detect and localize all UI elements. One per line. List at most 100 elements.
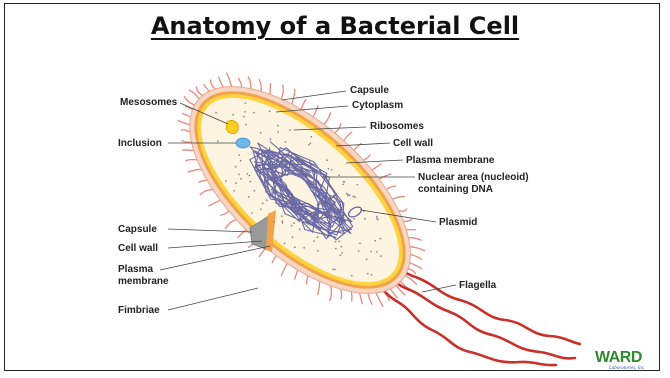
ribosome-dot (367, 273, 369, 275)
ribosome-dot (244, 111, 246, 113)
label-plasmid: Plasmid (439, 217, 477, 229)
label-inclusion: Inclusion (118, 138, 162, 150)
ribosome-dot (245, 102, 247, 104)
ribosome-dot (331, 169, 333, 171)
ribosome-dot (284, 243, 286, 245)
ribosome-dot (269, 111, 271, 113)
ribosome-dot (277, 125, 279, 127)
ribosome-dot (366, 259, 368, 261)
ribosome-dot (341, 252, 343, 254)
label-plasma-membrane-right: Plasma membrane (406, 155, 494, 167)
fimbria (376, 291, 384, 307)
ribosome-dot (289, 129, 291, 131)
ribosome-dot (346, 193, 348, 195)
ribosome-dot (243, 116, 245, 118)
ribosome-dot (380, 255, 382, 257)
ribosome-dot (303, 247, 305, 249)
ribosome-dot (338, 241, 340, 243)
label-capsule-left: Capsule (118, 224, 157, 236)
ribosome-dot (282, 222, 284, 224)
ribosome-dot (293, 222, 295, 224)
label-cytoplasm: Cytoplasm (352, 100, 403, 112)
label-mesosomes: Mesosomes (120, 97, 177, 109)
ribosome-dot (299, 229, 301, 231)
label-cell-wall-right: Cell wall (393, 138, 433, 150)
ribosome-dot (335, 248, 337, 250)
logo-sub-text: Laboratories, Inc. (609, 366, 645, 371)
ribosome-dot (233, 190, 235, 192)
ribosome-dot (217, 140, 219, 142)
ribosome-dot (317, 250, 319, 252)
ribosome-dot (308, 144, 310, 146)
ribosome-dot (254, 190, 256, 192)
ribosome-dot (310, 143, 312, 145)
ribosome-dot (251, 212, 253, 214)
ribosome-dot (374, 240, 376, 242)
ribosome-dot (260, 132, 262, 134)
ribosome-dot (332, 269, 334, 271)
mesosome-shape (226, 120, 238, 133)
ribosome-dot (273, 221, 275, 223)
ribosome-dot (380, 238, 382, 240)
ribosome-dot (317, 236, 319, 238)
ribosome-dot (352, 196, 354, 198)
ribosome-dot (310, 136, 312, 138)
ribosome-dot (376, 218, 378, 220)
ribosome-dot (270, 138, 272, 140)
ribosome-dot (232, 114, 234, 116)
ribosome-dot (294, 246, 296, 248)
ribosome-dot (238, 174, 240, 176)
ribosome-dot (334, 269, 336, 271)
ribosome-dot (215, 112, 217, 114)
ribosome-dot (353, 218, 355, 220)
ribosome-dot (281, 215, 283, 217)
ribosome-dot (240, 160, 242, 162)
ribosome-dot (262, 202, 264, 204)
ribosome-dot (240, 178, 242, 180)
ribosome-dot (335, 241, 337, 243)
inclusion-shape (236, 138, 250, 148)
ribosome-dot (364, 218, 366, 220)
ribosome-dot (370, 251, 372, 253)
ribosome-dot (248, 175, 250, 177)
label-cell-wall-left: Cell wall (118, 243, 158, 255)
ribosome-dot (376, 216, 378, 218)
ribosome-dot (351, 275, 353, 277)
ribosome-dot (284, 141, 286, 143)
ribosome-dot (347, 195, 349, 197)
label-ribosomes: Ribosomes (370, 121, 424, 133)
ribosome-dot (343, 181, 345, 183)
ribosome-dot (245, 124, 247, 126)
label-plasma-membrane-left: Plasma membrane (118, 264, 169, 288)
ribosome-dot (238, 154, 240, 156)
ribosome-dot (253, 112, 255, 114)
ribosome-dot (376, 251, 378, 253)
ribosome-dot (340, 255, 342, 257)
ward-logo: WARD Laboratories, Inc. (595, 349, 667, 375)
ribosome-dot (359, 243, 361, 245)
ribosome-dot (354, 196, 356, 198)
ribosome-dot (292, 236, 294, 238)
ribosome-dot (371, 274, 373, 276)
ribosome-dot (349, 194, 351, 196)
label-capsule-right: Capsule (350, 85, 389, 97)
ribosome-dot (235, 166, 237, 168)
label-fimbriae: Fimbriae (118, 305, 160, 317)
ribosome-dot (326, 159, 328, 161)
logo-main-text: WARD (595, 349, 642, 367)
ribosome-dot (328, 168, 330, 170)
ribosome-dot (338, 174, 340, 176)
ribosome-dot (277, 131, 279, 133)
label-nuclear-area: Nuclear area (nucleoid) containing DNA (418, 172, 529, 196)
ribosome-dot (291, 225, 293, 227)
ribosome-dot (266, 199, 268, 201)
ribosome-dot (260, 208, 262, 210)
ribosome-dot (313, 240, 315, 242)
ribosome-dot (249, 181, 251, 183)
ribosome-dot (246, 173, 248, 175)
label-flagella: Flagella (459, 280, 496, 292)
ribosome-dot (357, 184, 359, 186)
ribosome-dot (342, 184, 344, 186)
ribosome-dot (281, 220, 283, 222)
